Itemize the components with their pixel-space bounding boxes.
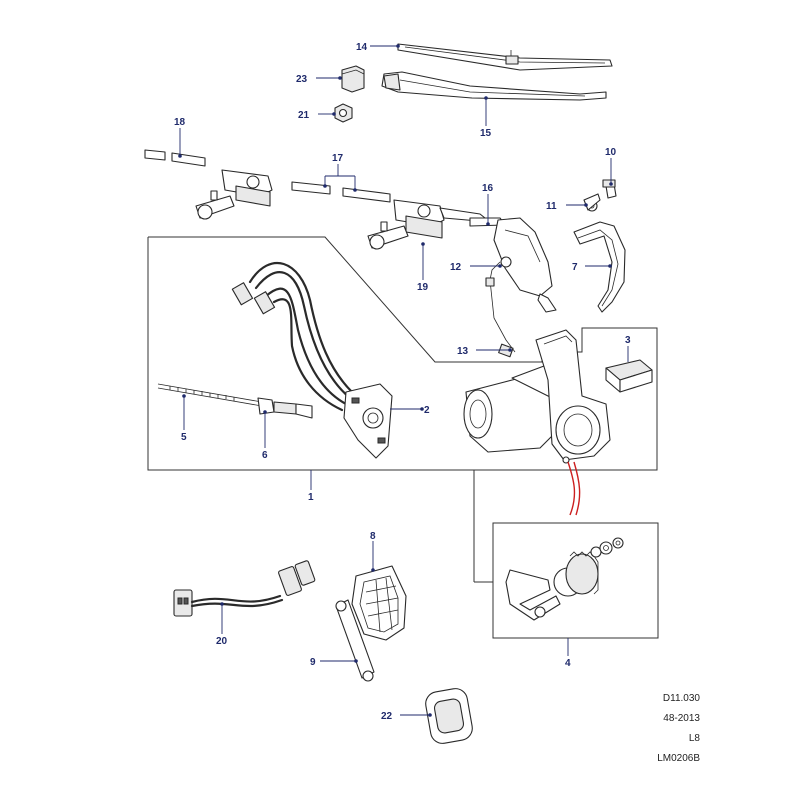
callout-11: 11 bbox=[546, 201, 557, 212]
sealant-mark bbox=[567, 461, 576, 516]
reference-figure: LM0206B bbox=[657, 753, 700, 764]
wiper-motor bbox=[463, 365, 559, 453]
drive-tubes-center bbox=[291, 181, 391, 203]
callout-4: 4 bbox=[565, 658, 571, 669]
spindle-nut bbox=[334, 103, 353, 123]
callout-7: 7 bbox=[572, 262, 578, 273]
callout-3: 3 bbox=[625, 335, 631, 346]
callout-1: 1 bbox=[308, 492, 314, 503]
callout-23: 23 bbox=[296, 74, 308, 85]
mounting-bolt bbox=[602, 179, 617, 199]
drive-cable-housing bbox=[469, 217, 557, 353]
callout-19: 19 bbox=[417, 282, 429, 293]
motor-strap bbox=[573, 221, 626, 313]
assembly-4-frame bbox=[492, 522, 659, 639]
assembly-1-frame bbox=[147, 236, 658, 471]
callout-21: 21 bbox=[298, 110, 310, 121]
wiper-blade bbox=[397, 43, 613, 71]
reference-date: 48-2013 bbox=[663, 713, 700, 724]
callout-13: 13 bbox=[457, 346, 469, 357]
motor-lead-connector bbox=[498, 343, 514, 358]
reference-level: L8 bbox=[688, 733, 700, 744]
connector-harness bbox=[173, 560, 316, 617]
wheelbox-left bbox=[195, 169, 273, 220]
mounting-plate bbox=[351, 565, 407, 641]
adjuster-rod bbox=[157, 383, 263, 407]
wheelbox-right bbox=[367, 199, 491, 250]
callout-dots bbox=[178, 44, 613, 717]
callout-17: 17 bbox=[332, 153, 344, 164]
drive-tubes-left bbox=[144, 149, 206, 167]
callout-18: 18 bbox=[174, 117, 186, 128]
callout-16: 16 bbox=[482, 183, 494, 194]
callout-10: 10 bbox=[605, 147, 617, 158]
callout-2: 2 bbox=[424, 405, 430, 416]
motor-harness bbox=[231, 262, 354, 412]
grommet bbox=[425, 688, 473, 744]
callout-6: 6 bbox=[262, 450, 268, 461]
callout-12: 12 bbox=[450, 262, 462, 273]
callout-leaders bbox=[179, 45, 629, 716]
crank-gear-kit bbox=[505, 537, 624, 621]
callout-labels: 14 23 21 15 18 17 16 10 11 7 12 19 13 3 … bbox=[174, 42, 631, 722]
adjuster-clip bbox=[257, 397, 313, 419]
wiper-arm bbox=[381, 71, 607, 101]
callout-8: 8 bbox=[370, 531, 376, 542]
spacer bbox=[583, 193, 601, 212]
motor-pad bbox=[605, 359, 653, 393]
reference-code: D11.030 bbox=[662, 693, 700, 704]
gearbox bbox=[535, 329, 611, 464]
sealant-mark-2 bbox=[573, 461, 581, 516]
callout-20: 20 bbox=[216, 636, 228, 647]
link-arm bbox=[335, 599, 375, 682]
callout-22: 22 bbox=[381, 711, 393, 722]
callout-15: 15 bbox=[480, 128, 492, 139]
spindle-cap bbox=[341, 65, 365, 93]
callout-5: 5 bbox=[181, 432, 187, 443]
callout-14: 14 bbox=[356, 42, 368, 53]
callout-9: 9 bbox=[310, 657, 316, 668]
harness-bracket bbox=[343, 383, 393, 459]
